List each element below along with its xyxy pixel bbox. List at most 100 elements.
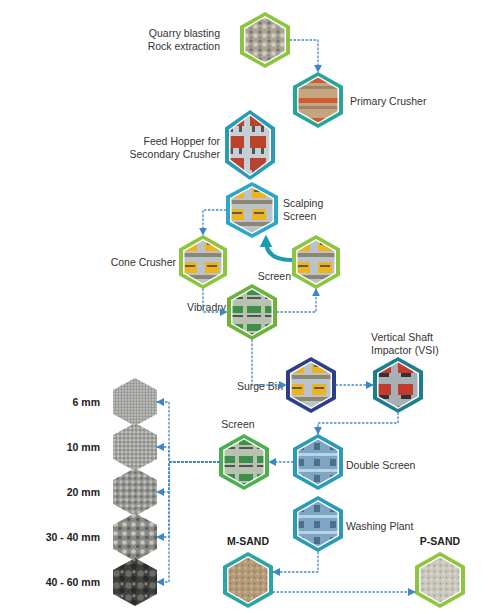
- hex-outline: [113, 423, 157, 471]
- hex-border: [286, 357, 336, 413]
- node-label: Vibradry: [166, 301, 226, 314]
- hex-outline: [219, 434, 269, 490]
- hex-outline: [113, 378, 157, 426]
- hex-gap: [297, 438, 339, 486]
- hex-border: [179, 235, 227, 289]
- aggregate-photo: [113, 423, 157, 471]
- flow-connector: [157, 462, 219, 537]
- hex-photo: [299, 502, 338, 547]
- process-hexagon: Vibradry: [227, 284, 277, 340]
- flow-connector: [157, 402, 219, 462]
- hex-border: [223, 552, 273, 608]
- hex-photo: [233, 290, 272, 335]
- hex-gap: [377, 361, 419, 409]
- flow-connector: [273, 552, 318, 572]
- process-hexagon: Primary Crusher: [293, 72, 343, 128]
- hex-outline: [113, 558, 157, 606]
- hex-outline: [293, 496, 343, 552]
- hex-photo: [185, 241, 222, 284]
- hex-gap: [183, 239, 223, 285]
- hex-photo: [232, 188, 273, 233]
- process-hexagon: Screen: [292, 235, 340, 289]
- product-hexagon: M-SAND: [223, 552, 273, 608]
- flow-connector: [273, 591, 415, 592]
- hex-photo: [229, 558, 268, 603]
- hex-outline: [226, 182, 278, 238]
- hex-gap: [244, 16, 286, 64]
- hex-border: [225, 110, 275, 180]
- hex-photo: [299, 440, 338, 485]
- process-hexagon: Cone Crusher: [179, 235, 227, 289]
- process-hexagon: Surge Bin: [286, 357, 336, 413]
- aggregate-photo: [113, 558, 157, 606]
- node-label: 40 - 60 mm: [20, 576, 100, 589]
- node-label: Cone Crusher: [96, 256, 176, 269]
- hex-photo: [225, 440, 264, 485]
- hex-outline: [293, 72, 343, 128]
- aggregate-hexagon: 6 mm: [113, 378, 157, 426]
- hex-border: [373, 357, 423, 413]
- aggregate-hexagon: 40 - 60 mm: [113, 558, 157, 606]
- node-label: Double Screen: [346, 459, 436, 472]
- node-label: Feed Hopper for Secondary Crusher: [118, 135, 220, 161]
- flow-connector: [290, 40, 318, 72]
- hex-gap: [297, 76, 339, 124]
- hex-gap: [227, 556, 269, 604]
- node-label: 10 mm: [20, 441, 100, 454]
- hex-outline: [113, 513, 157, 561]
- process-hexagon: Quarry blasting Rock extraction: [240, 12, 290, 68]
- hex-photo: [231, 116, 270, 175]
- hex-photo: [379, 363, 418, 408]
- hex-gap: [231, 288, 273, 336]
- hex-photo: [246, 18, 285, 63]
- hex-gap: [419, 556, 461, 604]
- flow-connector: [252, 340, 286, 385]
- return-arrow: [266, 241, 292, 260]
- hex-border: [240, 12, 290, 68]
- hex-outline: [223, 552, 273, 608]
- flow-connector: [269, 461, 293, 462]
- hex-outline: [113, 468, 157, 516]
- flow-connector: [203, 210, 226, 235]
- hex-border: [227, 284, 277, 340]
- process-hexagon: Screen: [219, 434, 269, 490]
- process-hexagon: Double Screen: [293, 434, 343, 490]
- flow-connector: [157, 462, 219, 492]
- process-hexagon: Scalping Screen: [226, 182, 278, 238]
- flow-connector: [277, 289, 316, 312]
- hex-gap: [290, 361, 332, 409]
- hex-border: [415, 552, 465, 608]
- hex-gap: [297, 500, 339, 548]
- hex-photo: [298, 241, 335, 284]
- hex-photo: [299, 78, 338, 123]
- flow-connector: [336, 384, 373, 385]
- node-label: P-SAND: [405, 535, 475, 548]
- flow-connector: [157, 447, 219, 462]
- flow-connector: [203, 289, 227, 312]
- hex-border: [292, 235, 340, 289]
- hex-outline: [373, 357, 423, 413]
- hex-outline: [227, 284, 277, 340]
- node-label: M-SAND: [213, 535, 283, 548]
- node-label: Screen: [250, 270, 291, 283]
- hex-border: [293, 72, 343, 128]
- aggregate-photo: [113, 513, 157, 561]
- hex-gap: [229, 114, 271, 176]
- node-label: 30 - 40 mm: [20, 531, 100, 544]
- process-hexagon: Vertical Shaft Impactor (VSI): [373, 357, 423, 413]
- aggregate-hexagon: 10 mm: [113, 423, 157, 471]
- aggregate-photo: [113, 378, 157, 426]
- hex-gap: [223, 438, 265, 486]
- hex-outline: [292, 235, 340, 289]
- product-hexagon: P-SAND: [415, 552, 465, 608]
- hex-border: [226, 182, 278, 238]
- aggregate-hexagon: 30 - 40 mm: [113, 513, 157, 561]
- process-hexagon: Washing Plant: [293, 496, 343, 552]
- hex-outline: [240, 12, 290, 68]
- hex-outline: [293, 434, 343, 490]
- hex-border: [219, 434, 269, 490]
- flow-connector: [318, 413, 398, 434]
- hex-gap: [296, 239, 336, 285]
- hex-outline: [179, 235, 227, 289]
